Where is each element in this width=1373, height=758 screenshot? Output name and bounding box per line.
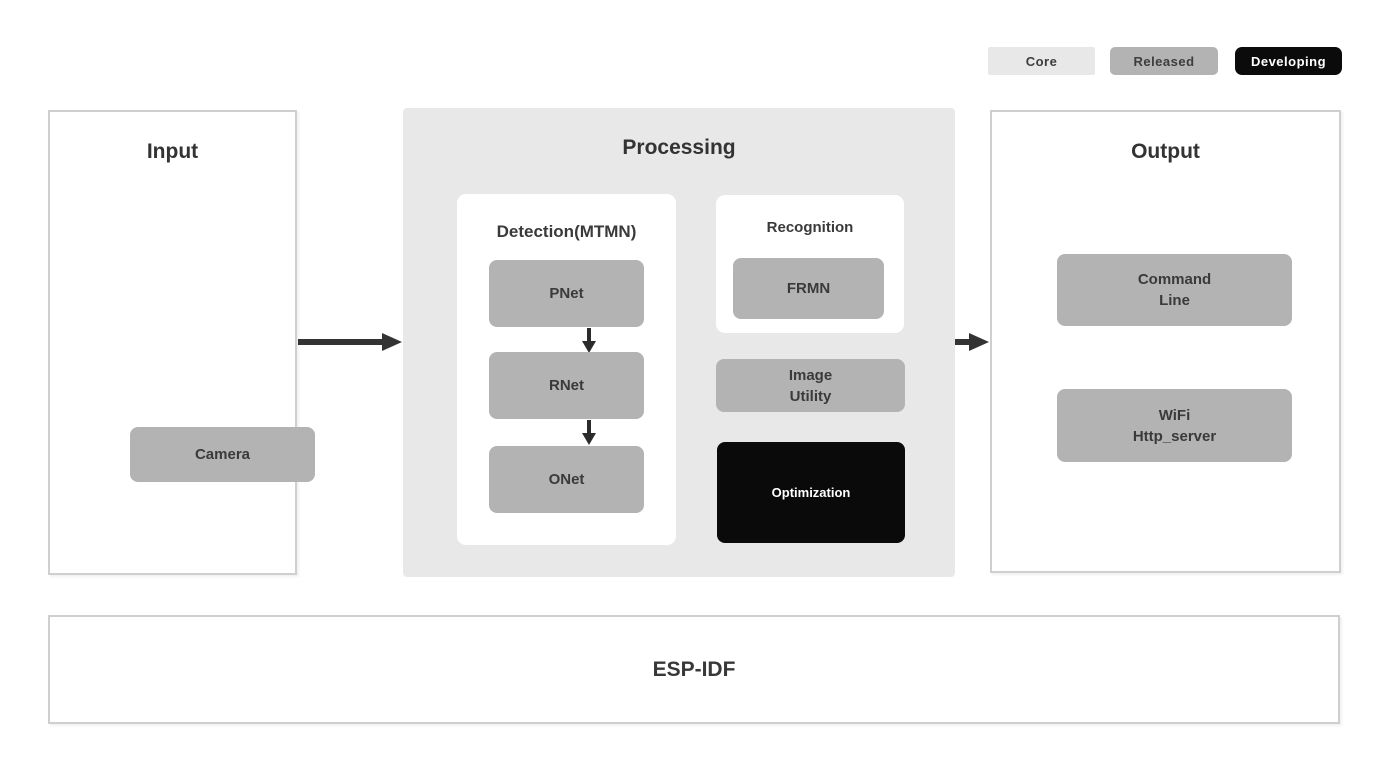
wifi-line1: WiFi bbox=[1158, 406, 1191, 424]
legend-developing-label: Developing bbox=[1250, 53, 1327, 69]
arrow-shaft bbox=[587, 420, 591, 433]
detection-subpanel-title: Detection(MTMN) bbox=[496, 222, 637, 241]
pnet-label: PNet bbox=[549, 285, 584, 302]
onet-label: ONet bbox=[548, 471, 585, 488]
image-utility-line2: Utility bbox=[789, 387, 832, 405]
arrow-pnet-to-rnet bbox=[582, 328, 596, 353]
recognition-subpanel: Recognition FRMN bbox=[716, 195, 904, 333]
wifi-http-server-node: WiFi Http_server bbox=[1057, 389, 1292, 462]
processing-panel: Processing Detection(MTMN) PNet RNet ONe… bbox=[403, 108, 955, 577]
arrow-shaft bbox=[298, 339, 384, 345]
arrow-shaft bbox=[955, 339, 971, 345]
rnet-label: RNet bbox=[548, 377, 584, 394]
output-panel: Output Command Line WiFi Http_server bbox=[990, 110, 1341, 573]
arrow-head-icon bbox=[582, 433, 596, 445]
legend-released-label: Released bbox=[1133, 53, 1195, 69]
input-panel: Input Camera bbox=[48, 110, 315, 575]
detection-node-pnet: PNet bbox=[489, 260, 644, 327]
arrow-head-icon bbox=[382, 333, 402, 351]
command-line-line1: Command bbox=[1137, 271, 1212, 288]
arrow-head-icon bbox=[582, 341, 596, 353]
arrow-shaft bbox=[587, 328, 591, 341]
arrow-rnet-to-onet bbox=[582, 420, 596, 445]
frmn-node: FRMN bbox=[733, 258, 884, 319]
legend-released: Released bbox=[1110, 47, 1218, 75]
detection-subpanel: Detection(MTMN) PNet RNet ONet bbox=[457, 194, 676, 545]
frmn-label: FRMN bbox=[786, 280, 831, 297]
arrow-processing-to-output bbox=[955, 333, 989, 351]
detection-node-rnet: RNet bbox=[489, 352, 644, 419]
command-line-line2: Line bbox=[1159, 292, 1190, 309]
arrow-head-icon bbox=[969, 333, 989, 351]
recognition-subpanel-title: Recognition bbox=[766, 219, 854, 236]
legend-developing: Developing bbox=[1235, 47, 1342, 75]
camera-node: Camera bbox=[130, 427, 315, 482]
wifi-line2: Http_server bbox=[1132, 427, 1217, 445]
image-utility-node: Image Utility bbox=[716, 359, 905, 412]
camera-node-label: Camera bbox=[194, 446, 251, 463]
detection-node-onet: ONet bbox=[489, 446, 644, 513]
optimization-label: Optimization bbox=[771, 485, 851, 500]
output-panel-title: Output bbox=[1131, 140, 1200, 163]
command-line-node: Command Line bbox=[1057, 254, 1292, 326]
processing-panel-title: Processing bbox=[622, 136, 736, 159]
optimization-node: Optimization bbox=[717, 442, 905, 543]
legend-core: Core bbox=[988, 47, 1095, 75]
arrow-input-to-processing bbox=[298, 333, 402, 351]
input-panel-title: Input bbox=[146, 140, 199, 163]
image-utility-line1: Image bbox=[788, 366, 833, 384]
esp-idf-panel: ESP-IDF bbox=[48, 615, 1340, 724]
legend-core-label: Core bbox=[1025, 53, 1058, 69]
esp-idf-title: ESP-IDF bbox=[652, 657, 736, 681]
